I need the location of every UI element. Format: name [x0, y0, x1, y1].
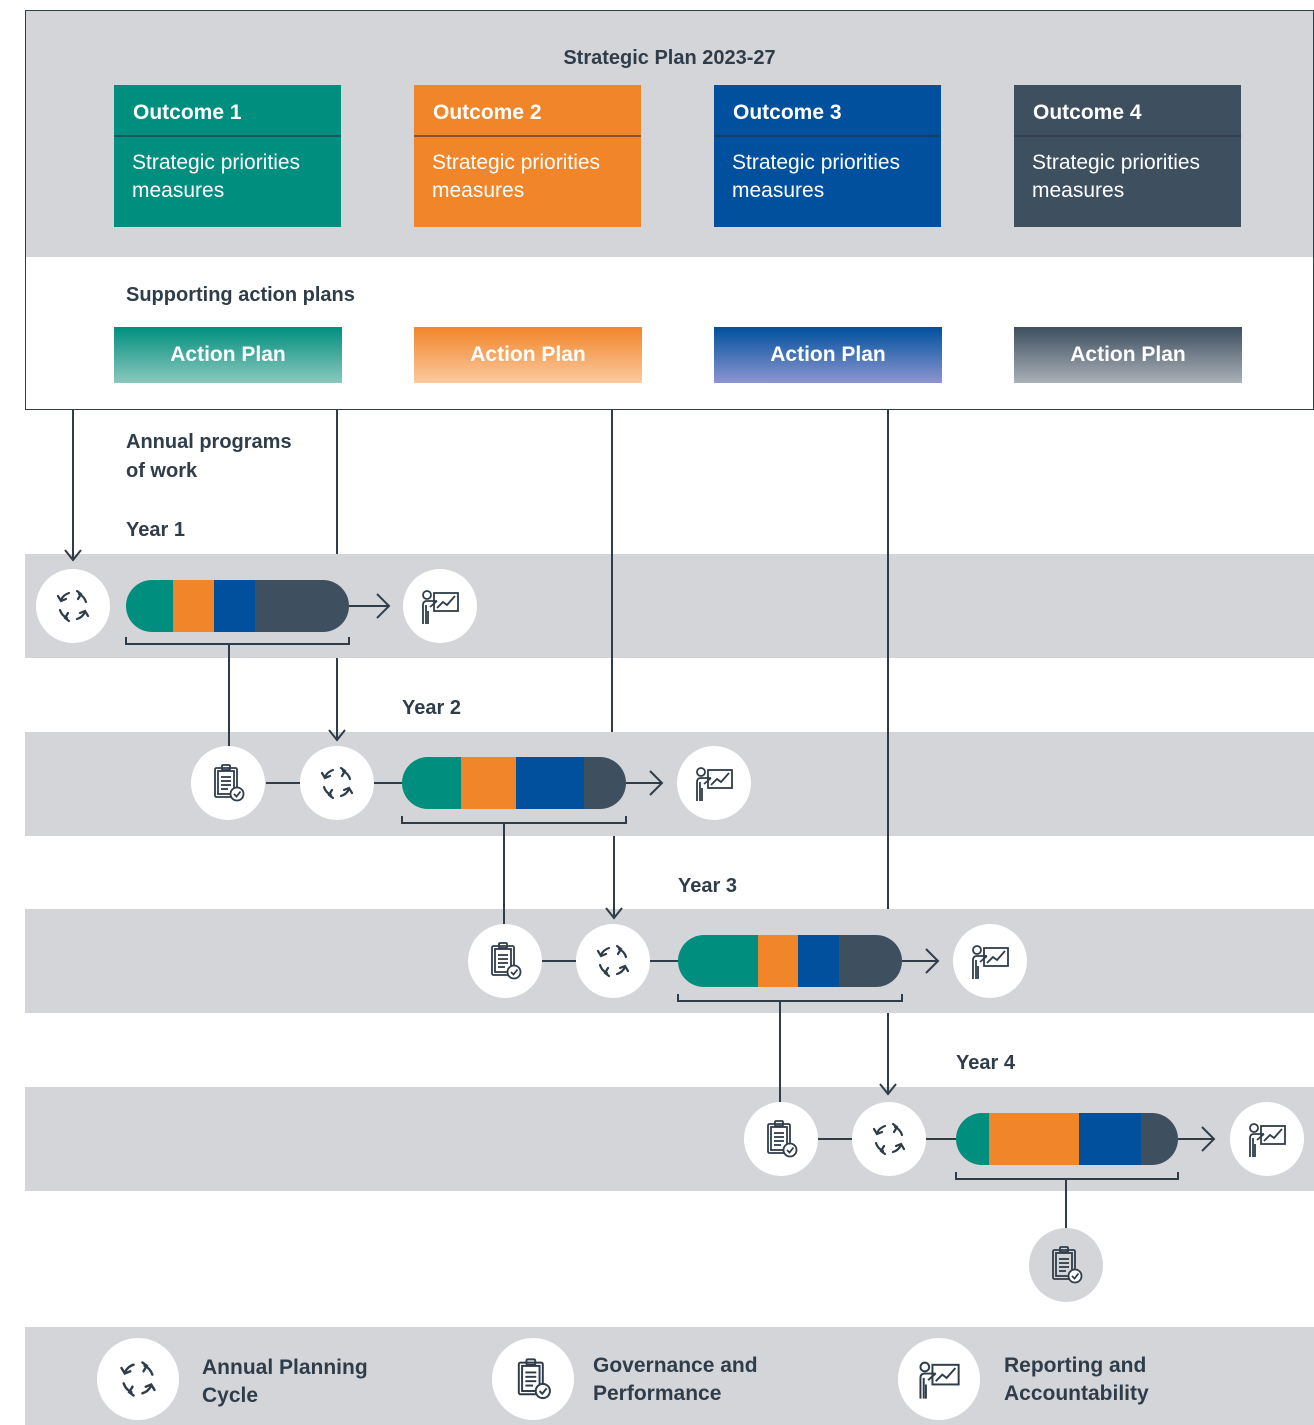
planning-cycle-icon: [320, 766, 354, 800]
outcome-2-body: Strategic priorities measures: [432, 151, 601, 202]
year-4-annual-planning-cycle: [852, 1102, 926, 1176]
year-1-reporting-accountability: [403, 569, 477, 643]
year-4-governance-performance: [744, 1102, 818, 1176]
year-3-program-pill: [678, 935, 902, 987]
year-3-annual-planning-cycle: [576, 924, 650, 998]
legend-planning-label: Annual Planning Cycle: [202, 1354, 368, 1410]
pill-segment-outcome-4: [584, 757, 626, 809]
pill-segment-outcome-3: [1079, 1113, 1141, 1165]
year-1-label: Year 1: [126, 519, 185, 541]
year-2-annual-planning-cycle: [300, 746, 374, 820]
outcome-4-body: Strategic priorities measures: [1032, 151, 1201, 202]
action-plan-1: Action Plan: [114, 327, 342, 383]
year-2-reporting-accountability: [677, 746, 751, 820]
year-2-label: Year 2: [402, 697, 461, 719]
clipboard-check-icon: [517, 1358, 551, 1400]
clipboard-check-icon: [214, 764, 245, 802]
arrowhead-y3-report: [925, 948, 940, 974]
action-plan-3: Action Plan: [714, 327, 942, 383]
planning-cycle-icon: [872, 1122, 906, 1156]
legend-planning-line-2: Cycle: [202, 1384, 259, 1407]
year-3-governance-performance: [468, 924, 542, 998]
pill-segment-outcome-3: [214, 580, 255, 632]
year-4-program-pill: [956, 1113, 1178, 1165]
clipboard-check-icon: [767, 1120, 798, 1158]
clipboard-check-icon: [1052, 1246, 1083, 1284]
year-2-governance-performance: [191, 746, 265, 820]
annual-programs-label-line-1: Annual programs: [126, 431, 292, 453]
pill-segment-outcome-3: [516, 757, 584, 809]
planning-cycle-icon: [596, 944, 630, 978]
presentation-chart-icon: [422, 590, 459, 625]
year-4-reporting-accountability: [1230, 1102, 1304, 1176]
year-1-program-pill: [126, 580, 349, 632]
annual-programs-label: Annual programs of work: [126, 428, 292, 486]
outcome-3-title: Outcome 3: [714, 85, 941, 137]
arrowhead-plan2: [328, 729, 346, 742]
outcome-1-card: Outcome 1 Strategic priorities measures: [114, 85, 341, 227]
outcome-1-title: Outcome 1: [114, 85, 341, 137]
legend-planning-circle: [97, 1338, 179, 1420]
bracket-year2: [401, 816, 627, 824]
legend-reporting-circle: [898, 1338, 980, 1420]
legend-reporting-label: Reporting and Accountability: [1004, 1352, 1149, 1408]
arrowhead-y2-report: [649, 770, 664, 796]
legend-governance-line-1: Governance and: [593, 1354, 758, 1377]
legend-governance-circle: [492, 1338, 574, 1420]
arrowhead-year1: [64, 549, 82, 562]
year-3-label: Year 3: [678, 875, 737, 897]
outcome-3-card: Outcome 3 Strategic priorities measures: [714, 85, 941, 227]
presentation-chart-icon: [972, 945, 1009, 980]
pill-segment-outcome-4: [839, 935, 902, 987]
planning-cycle-icon: [56, 589, 90, 623]
legend-governance-line-2: Performance: [593, 1382, 722, 1405]
pill-segment-outcome-2: [461, 757, 516, 809]
arrowhead-plan3: [605, 907, 623, 920]
year-2-program-pill: [402, 757, 626, 809]
action-plan-2: Action Plan: [414, 327, 642, 383]
arrowhead-y1-report: [376, 593, 391, 619]
arrowhead-y4-report: [1201, 1126, 1216, 1152]
pill-segment-outcome-4: [255, 580, 349, 632]
legend-band: [25, 1327, 1314, 1425]
pill-segment-outcome-1: [126, 580, 173, 632]
pill-segment-outcome-1: [402, 757, 461, 809]
legend-planning-line-1: Annual Planning: [202, 1356, 368, 1379]
pill-segment-outcome-1: [678, 935, 758, 987]
year-4-label: Year 4: [956, 1052, 1015, 1074]
bracket-year4: [955, 1172, 1179, 1180]
pill-segment-outcome-2: [758, 935, 798, 987]
outcome-4-card: Outcome 4 Strategic priorities measures: [1014, 85, 1241, 227]
annual-programs-label-line-2: of work: [126, 460, 198, 482]
outcome-3-body: Strategic priorities measures: [732, 151, 901, 202]
bracket-year3: [677, 994, 903, 1002]
pill-segment-outcome-3: [798, 935, 839, 987]
outcome-2-card: Outcome 2 Strategic priorities measures: [414, 85, 641, 227]
presentation-chart-icon: [1249, 1123, 1286, 1158]
legend-governance-label: Governance and Performance: [593, 1352, 758, 1408]
legend-reporting-line-1: Reporting and: [1004, 1354, 1147, 1377]
outcome-2-title: Outcome 2: [414, 85, 641, 137]
pill-segment-outcome-2: [989, 1113, 1079, 1165]
year-3-reporting-accountability: [953, 924, 1027, 998]
presentation-chart-icon: [919, 1361, 960, 1400]
supporting-action-plans-label: Supporting action plans: [126, 284, 355, 306]
bracket-year1: [125, 637, 350, 645]
outcome-4-title: Outcome 4: [1014, 85, 1241, 137]
pill-segment-outcome-2: [173, 580, 214, 632]
presentation-chart-icon: [696, 767, 733, 802]
year-1-annual-planning-cycle: [36, 569, 110, 643]
outcome-1-body: Strategic priorities measures: [132, 151, 301, 202]
arrowhead-plan4: [879, 1083, 897, 1096]
clipboard-check-icon: [491, 942, 522, 980]
action-plan-4: Action Plan: [1014, 327, 1242, 383]
strategic-plan-title: Strategic Plan 2023-27: [563, 47, 776, 69]
final-governance-performance: [1029, 1228, 1103, 1302]
planning-cycle-icon: [120, 1361, 156, 1397]
legend-reporting-line-2: Accountability: [1004, 1382, 1149, 1405]
